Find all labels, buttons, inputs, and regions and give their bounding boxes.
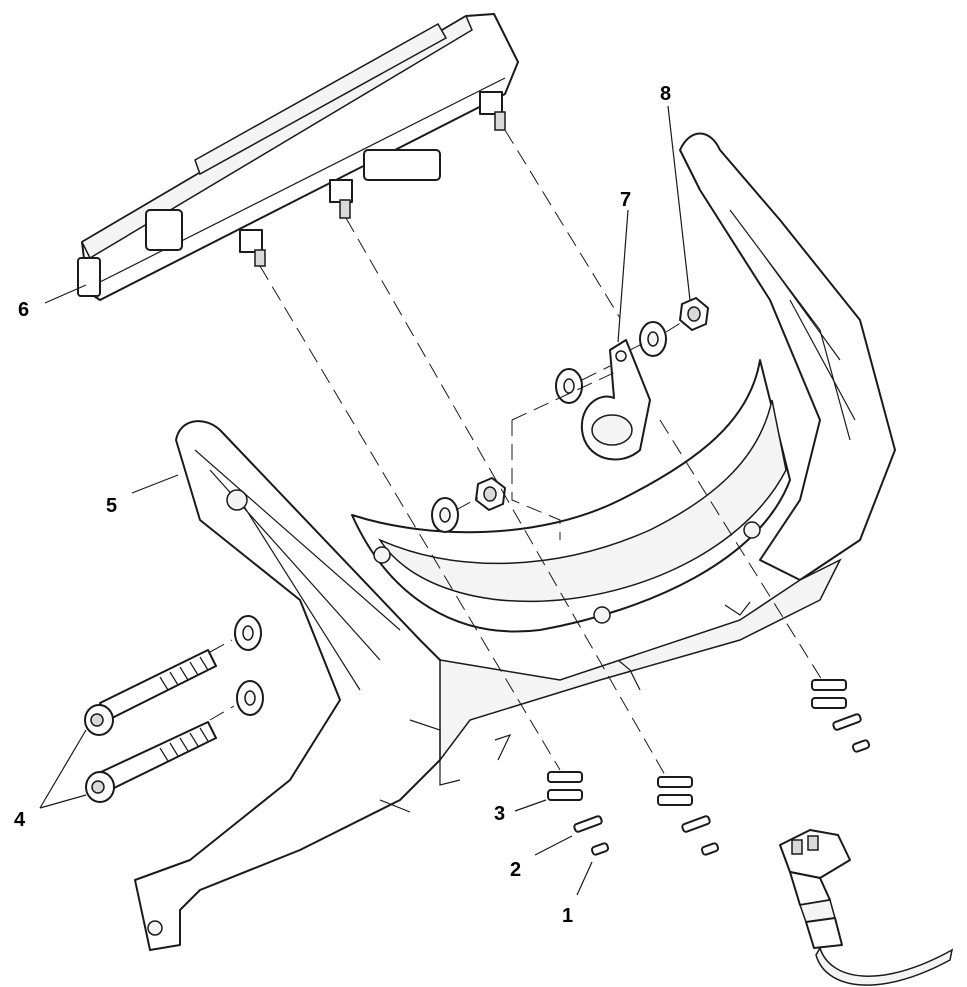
- mounting-bracket: [134, 132, 896, 951]
- grommet: [657, 776, 693, 806]
- washer: [639, 321, 667, 357]
- bolt: [84, 649, 217, 736]
- grommet: [547, 771, 583, 801]
- nut: [475, 477, 506, 511]
- callout-2: 2: [510, 859, 521, 881]
- instrument-panel: [77, 13, 519, 301]
- callout-6: 6: [18, 299, 29, 321]
- assembly-lines: [209, 129, 823, 776]
- pin: [590, 739, 871, 856]
- cable-holder: [580, 339, 651, 461]
- washer: [236, 680, 264, 716]
- callout-3: 3: [494, 803, 505, 825]
- callout-7: 7: [620, 189, 631, 211]
- callout-8: 8: [660, 83, 671, 105]
- sleeve: [573, 713, 862, 833]
- washer: [431, 497, 459, 533]
- callout-5: 5: [106, 495, 117, 517]
- wiring-connector: [779, 829, 954, 986]
- leader-lines: [39, 105, 691, 896]
- callout-4: 4: [14, 809, 26, 831]
- callout-1: 1: [562, 905, 573, 927]
- bolt: [85, 721, 217, 803]
- nut: [679, 297, 709, 331]
- washer: [555, 368, 583, 404]
- grommet: [811, 679, 847, 709]
- washer: [234, 615, 262, 651]
